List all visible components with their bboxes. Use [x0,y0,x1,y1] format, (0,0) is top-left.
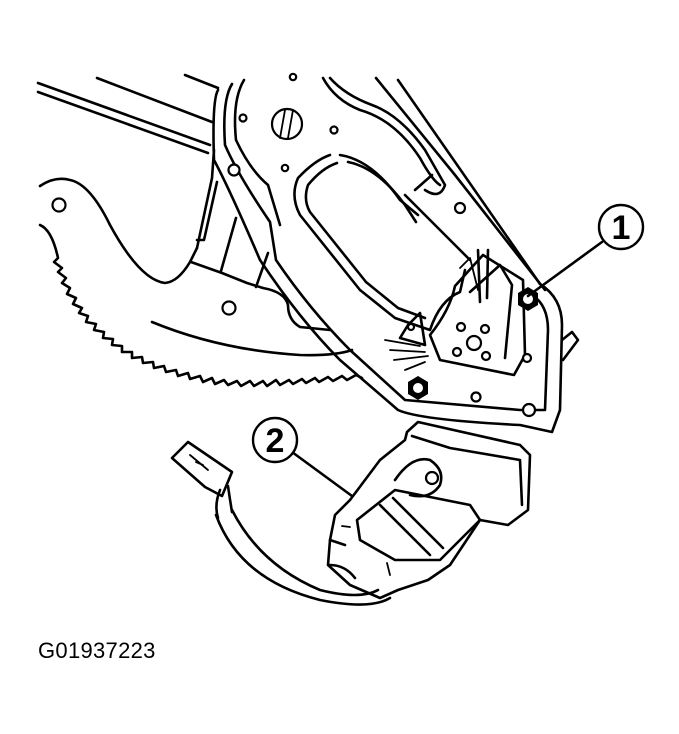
figure-id-caption: G01937223 [38,638,156,663]
drive-bracket [384,248,580,418]
sector-gear [38,148,364,388]
callout-1-number: 1 [612,209,631,247]
callout-1: 1 [526,203,645,298]
callout-2: 2 [251,416,354,498]
callout-2-number: 2 [266,422,285,460]
mounting-plate [212,72,564,434]
lower-mounting-nut [408,376,428,400]
motor-wire-harness [170,440,392,606]
lift-arm [36,73,220,155]
window-regulator-motor [326,420,532,600]
